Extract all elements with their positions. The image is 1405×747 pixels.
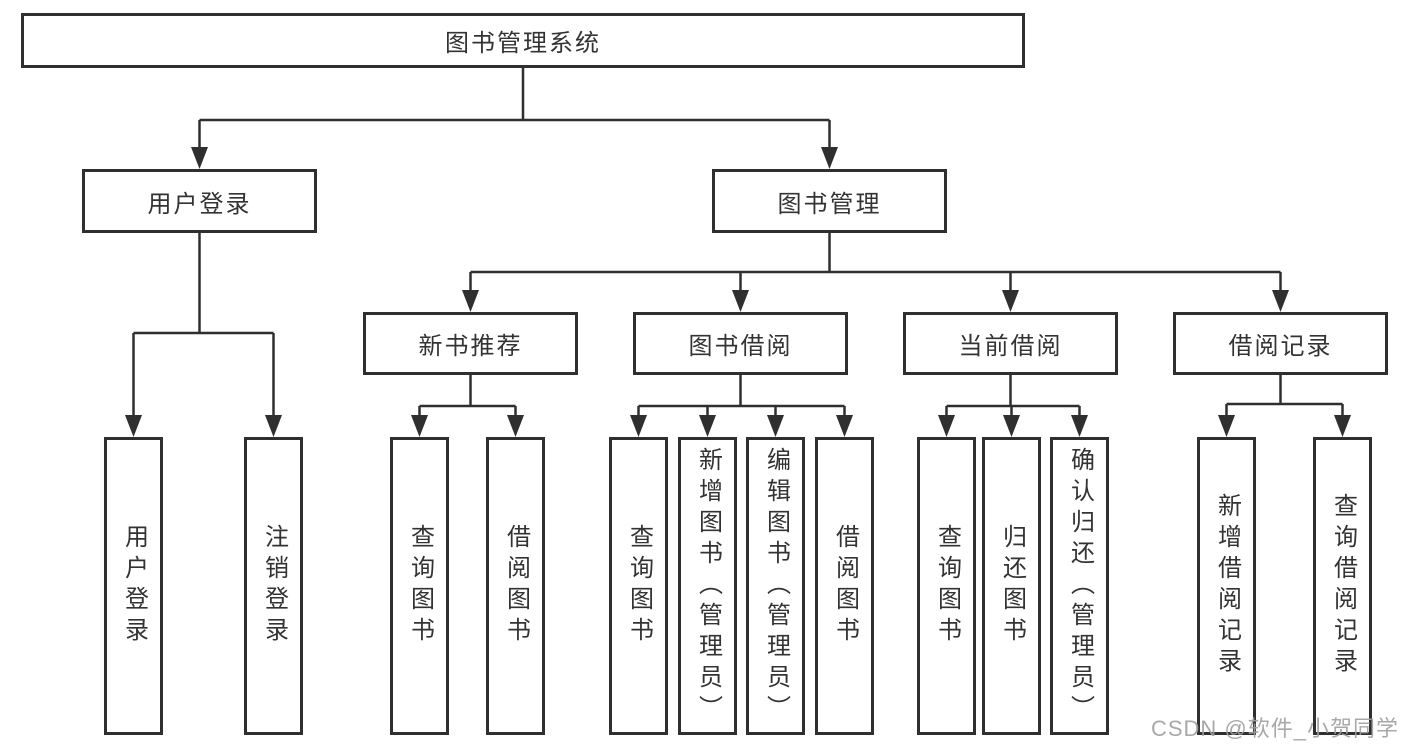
node-borrow-records: 借阅记录 bbox=[1173, 312, 1388, 375]
leaf-recommend-borrow-books: 借阅图书 bbox=[486, 437, 545, 735]
arrowhead bbox=[767, 415, 784, 437]
arrowhead bbox=[411, 415, 428, 437]
node-label: 归还图书 bbox=[998, 524, 1026, 648]
connector-borrow-records-to-children bbox=[1218, 375, 1351, 437]
arrowhead bbox=[1071, 415, 1088, 437]
leaf-current-return-books: 归还图书 bbox=[982, 437, 1041, 735]
leaf-logout: 注销登录 bbox=[244, 437, 303, 735]
leaf-borrow-edit-books-admin: 编辑图书（管理员） bbox=[746, 437, 805, 735]
node-book-borrow: 图书借阅 bbox=[633, 312, 848, 375]
arrowhead bbox=[836, 415, 853, 437]
node-book-management: 图书管理 bbox=[712, 169, 947, 233]
arrowhead bbox=[732, 290, 749, 312]
node-label: 注销登录 bbox=[260, 524, 288, 648]
arrowhead bbox=[938, 415, 955, 437]
leaf-current-query-books: 查询图书 bbox=[917, 437, 976, 735]
node-label: 查询图书 bbox=[933, 524, 961, 648]
arrowhead bbox=[265, 415, 282, 437]
leaf-borrow-query-books: 查询图书 bbox=[609, 437, 668, 735]
node-user-login: 用户登录 bbox=[82, 169, 317, 233]
node-current-borrow: 当前借阅 bbox=[903, 312, 1118, 375]
node-label: 借阅图书 bbox=[502, 524, 530, 648]
node-label: 新增图书（管理员） bbox=[694, 446, 722, 726]
node-label: 借阅记录 bbox=[1228, 333, 1333, 360]
leaf-recommend-query-books: 查询图书 bbox=[390, 437, 449, 735]
node-label: 新书推荐 bbox=[418, 333, 523, 360]
connector-book-borrow-to-children bbox=[630, 375, 853, 437]
node-label: 新增借阅记录 bbox=[1213, 493, 1241, 679]
arrowhead bbox=[630, 415, 647, 437]
arrowhead bbox=[1003, 415, 1020, 437]
node-label: 图书管理系统 bbox=[445, 30, 601, 57]
arrowhead bbox=[1002, 290, 1019, 312]
node-label: 当前借阅 bbox=[958, 333, 1063, 360]
node-new-book-recommend: 新书推荐 bbox=[363, 312, 578, 375]
arrowhead bbox=[1218, 415, 1235, 437]
connector-book-management-to-level3 bbox=[462, 233, 1289, 312]
node-label: 借阅图书 bbox=[831, 524, 859, 648]
node-label: 查询图书 bbox=[625, 524, 653, 648]
connector-user-login-to-children bbox=[125, 233, 282, 437]
arrowhead bbox=[1272, 290, 1289, 312]
arrowhead bbox=[699, 415, 716, 437]
arrowhead bbox=[821, 147, 838, 169]
arrowhead bbox=[462, 290, 479, 312]
arrowhead bbox=[125, 415, 142, 437]
node-root-library-management-system: 图书管理系统 bbox=[21, 13, 1025, 68]
leaf-records-query-borrow-record: 查询借阅记录 bbox=[1313, 437, 1372, 735]
leaf-borrow-borrow-books: 借阅图书 bbox=[815, 437, 874, 735]
leaf-user-login: 用户登录 bbox=[104, 437, 163, 735]
leaf-current-confirm-return-admin: 确认归还（管理员） bbox=[1050, 437, 1109, 735]
node-label: 查询借阅记录 bbox=[1329, 493, 1357, 679]
node-label: 用户登录 bbox=[120, 524, 148, 648]
node-label: 图书借阅 bbox=[688, 333, 793, 360]
node-label: 编辑图书（管理员） bbox=[762, 446, 790, 726]
node-label: 确认归还（管理员） bbox=[1066, 446, 1094, 726]
connector-root-to-level2 bbox=[191, 68, 838, 169]
arrowhead bbox=[191, 147, 208, 169]
leaf-borrow-add-books-admin: 新增图书（管理员） bbox=[678, 437, 737, 735]
node-label: 用户登录 bbox=[147, 190, 252, 218]
csdn-watermark: CSDN @软件_小贺同学 bbox=[1150, 716, 1399, 741]
leaf-records-add-borrow-record: 新增借阅记录 bbox=[1197, 437, 1256, 735]
node-label: 查询图书 bbox=[406, 524, 434, 648]
connector-new-book-recommend-to-children bbox=[411, 375, 524, 437]
node-label: 图书管理 bbox=[777, 190, 882, 218]
arrowhead bbox=[1334, 415, 1351, 437]
arrowhead bbox=[507, 415, 524, 437]
connector-current-borrow-to-children bbox=[938, 375, 1088, 437]
